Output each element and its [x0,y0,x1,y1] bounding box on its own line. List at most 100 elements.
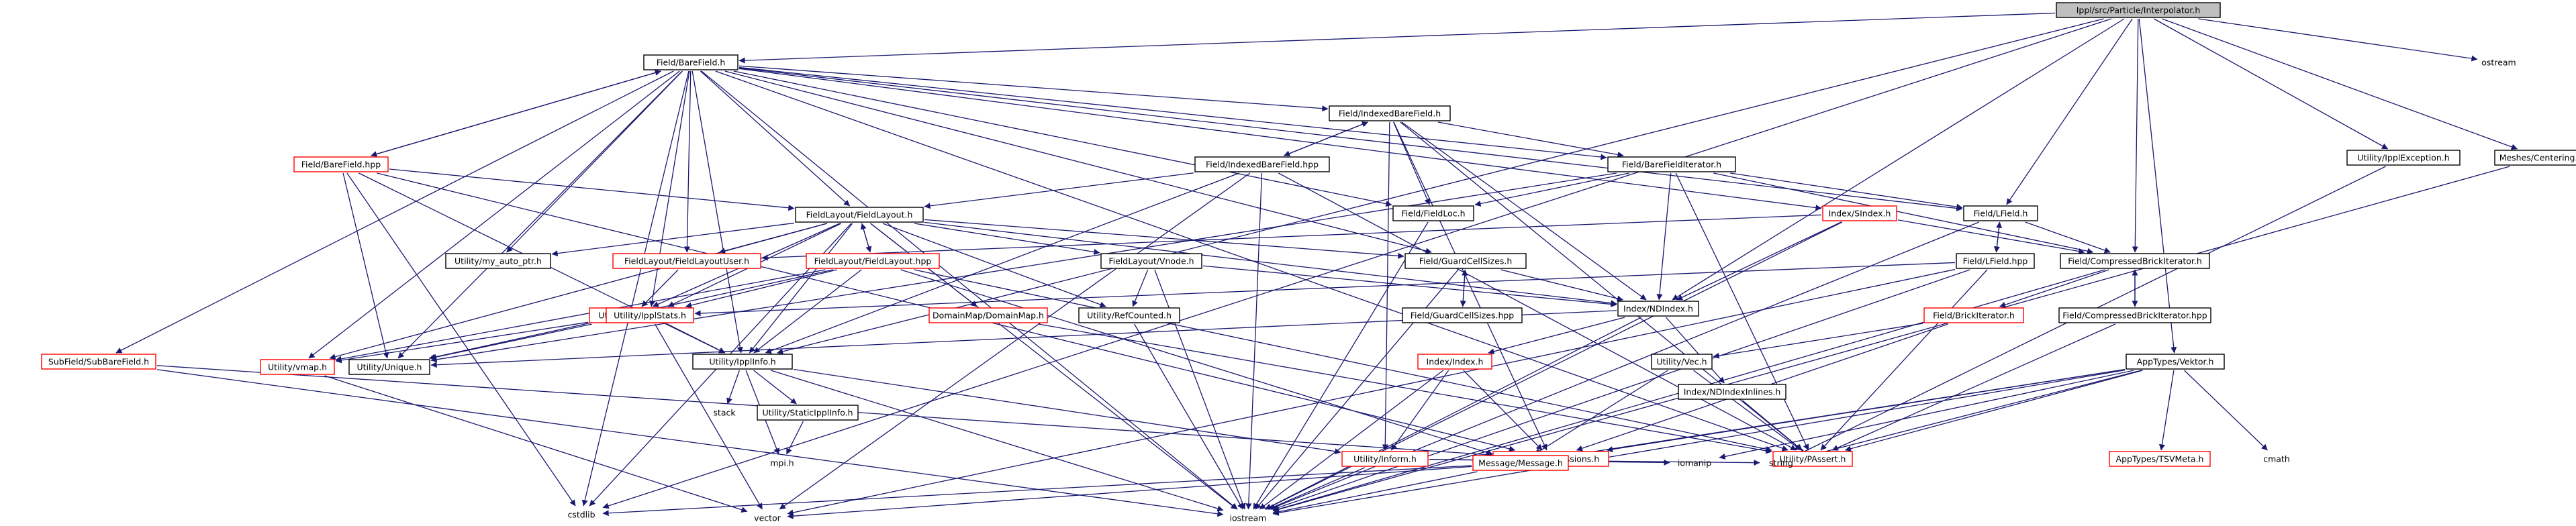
include-edge-ndinl-to-passert [1742,400,1803,451]
node-field-indexedbarefield-hpp[interactable]: Field/IndexedBareField.hpp [1194,156,1330,172]
include-edge-bf-to-iostream [701,70,1238,510]
node-utility-vmap-h[interactable]: Utility/vmap.h [260,359,335,375]
node-box [2056,2,2221,18]
include-edge-vektor-to-cmath [2184,370,2268,451]
include-edge-bf-to-fl [700,70,851,207]
node-box [2058,307,2211,323]
node-utility-vec-h[interactable]: Utility/Vec.h [1651,354,1713,370]
node-label: Utility/PAssert.h [1780,454,1846,464]
include-edge-fl-to-vmap [329,223,828,360]
node-fieldlayout-fieldlayoutuser-h[interactable]: FieldLayout/FieldLayoutUser.h [612,253,761,269]
node-index-sindex-h[interactable]: Index/SIndex.h [1822,205,1897,221]
include-edge-root-to-meshcent [2162,18,2518,150]
node-cstdlib: cstdlib [567,510,595,520]
node-box [1678,384,1786,400]
include-edge-sindex-to-ndindex [1676,221,1842,301]
node-utility-my-auto-ptr-h[interactable]: Utility/my_auto_ptr.h [445,253,551,269]
node-apptypes-tsvmeta-h[interactable]: AppTypes/TSVMeta.h [2109,451,2211,467]
node-label: Utility/Unique.h [357,362,422,372]
node-utility-ipplexception-h[interactable]: Utility/IpplException.h [2346,150,2461,166]
node-index-index-h[interactable]: Index/Index.h [1417,354,1492,370]
include-edge-fluser-to-ulist [641,269,679,307]
include-edge-cbi-to-bricki [1999,269,2109,308]
node-field-barefield-hpp[interactable]: Field/BareField.hpp [293,156,389,172]
node-field-fieldloc-h[interactable]: Field/FieldLoc.h [1392,205,1474,221]
node-box [260,359,335,375]
include-edge-bf-to-cstdlib [581,70,689,507]
include-edge-ipplinfo-to-inform [793,368,1341,455]
node-box [2126,354,2225,370]
node-field-lfield-h[interactable]: Field/LField.h [1963,205,2038,221]
include-edge-ibf-to-passert [1400,121,1803,451]
node-box [1472,455,1569,471]
node-ippl-src-particle-interpolator-h[interactable]: Ippl/src/Particle/Interpolator.h [2056,2,2221,18]
include-edge-ibf-to-inform [1382,121,1390,451]
node-box [445,253,551,269]
node-meshes-centering-h[interactable]: Meshes/Centering.h [2494,150,2576,166]
node-box [2494,150,2576,166]
node-utility-passert-h[interactable]: Utility/PAssert.h [1772,451,1853,467]
node-message-message-h[interactable]: Message/Message.h [1472,455,1569,471]
node-box [757,405,859,421]
node-label: Field/BrickIterator.h [1933,311,2015,321]
node-field-lfield-hpp[interactable]: Field/LField.hpp [1956,253,2035,269]
node-domainmap-domainmap-h[interactable]: DomainMap/DomainMap.h [928,307,1048,323]
node-box [1963,205,2038,221]
node-label: Field/FieldLoc.h [1401,209,1465,219]
node-box [1402,307,1523,323]
node-field-compressedbrickiterator-hpp[interactable]: Field/CompressedBrickIterator.hpp [2058,307,2211,323]
include-edge-root-to-cstdlib [602,18,2112,509]
node-box [1607,156,1736,172]
node-fieldlayout-fieldlayout-h[interactable]: FieldLayout/FieldLayout.h [795,207,924,223]
include-edge-ibfhpp-to-passert [1278,172,1797,451]
node-utility-unique-h[interactable]: Utility/Unique.h [348,359,430,375]
node-fieldlayout-fieldlayout-hpp[interactable]: FieldLayout/FieldLayout.hpp [806,253,940,269]
node-label: Field/GuardCellSizes.hpp [1411,311,1515,321]
node-label: Index/NDIndexInlines.h [1684,387,1781,397]
node-utility-ipplinfo-h[interactable]: Utility/IpplInfo.h [692,354,793,370]
node-field-barefielditerator-h[interactable]: Field/BareFieldIterator.h [1607,156,1736,172]
include-edge-ipplinfo-to-stack [726,370,740,405]
node-index-ndindex-h[interactable]: Index/NDIndex.h [1617,301,1699,317]
node-label: Utility/IpplStats.h [614,311,686,321]
node-label: Utility/vmap.h [268,362,327,372]
node-field-barefield-h[interactable]: Field/BareField.h [643,54,738,70]
node-label: Field/IndexedBareField.hpp [1206,160,1319,170]
node-field-brickiterator-h[interactable]: Field/BrickIterator.h [1923,307,2024,323]
node-subfield-subbarefield-h[interactable]: SubField/SubBareField.h [41,354,156,370]
node-box [1078,307,1180,323]
node-label: Ippl/src/Particle/Interpolator.h [2077,5,2201,15]
node-utility-inform-h[interactable]: Utility/Inform.h [1341,451,1429,467]
node-fieldlayout-vnode-h[interactable]: FieldLayout/Vnode.h [1100,253,1202,269]
node-utility-staticipplinfo-h[interactable]: Utility/StaticIpplInfo.h [757,405,859,421]
node-utility-refcounted-h[interactable]: Utility/RefCounted.h [1078,307,1180,323]
node-label: Field/CompressedBrickIterator.h [2068,256,2202,266]
node-box [1651,354,1713,370]
include-edge-root-to-ndindex [1672,18,2125,301]
node-label: SubField/SubBareField.h [48,357,149,367]
node-field-compressedbrickiterator-h[interactable]: Field/CompressedBrickIterator.h [2060,253,2210,269]
node-label: mpi.h [770,458,794,468]
include-edge-index-to-iostream [1259,370,1444,510]
include-edge-sindex-to-fluser [761,214,1822,261]
node-box [692,354,793,370]
include-edge-ndindex-to-index [1488,317,1625,355]
node-box [1329,105,1451,121]
node-box [1404,253,1527,269]
include-edge-lfield-to-cbi [2025,221,2111,254]
include-edge-vec-to-passert [1693,370,1801,451]
node-label: DomainMap/DomainMap.h [933,311,1044,321]
node-label: Field/BareField.h [657,58,726,68]
node-box [1417,354,1492,370]
node-utility-ipplstats-h[interactable]: Utility/IpplStats.h [606,307,694,323]
node-field-indexedbarefield-h[interactable]: Field/IndexedBareField.h [1329,105,1451,121]
node-label: AppTypes/Vektor.h [2137,357,2214,367]
include-edge-vektor-to-string [1802,370,2142,460]
include-edge-bfi-to-passert [1675,172,1809,451]
node-field-guardcellsizes-hpp[interactable]: Field/GuardCellSizes.hpp [1402,307,1523,323]
node-field-guardcellsizes-h[interactable]: Field/GuardCellSizes.h [1404,253,1527,269]
node-apptypes-vektor-h[interactable]: AppTypes/Vektor.h [2126,354,2225,370]
include-edge-gcshpp-to-gcs [1462,269,1468,307]
node-index-ndindexinlines-h[interactable]: Index/NDIndexInlines.h [1678,384,1786,400]
